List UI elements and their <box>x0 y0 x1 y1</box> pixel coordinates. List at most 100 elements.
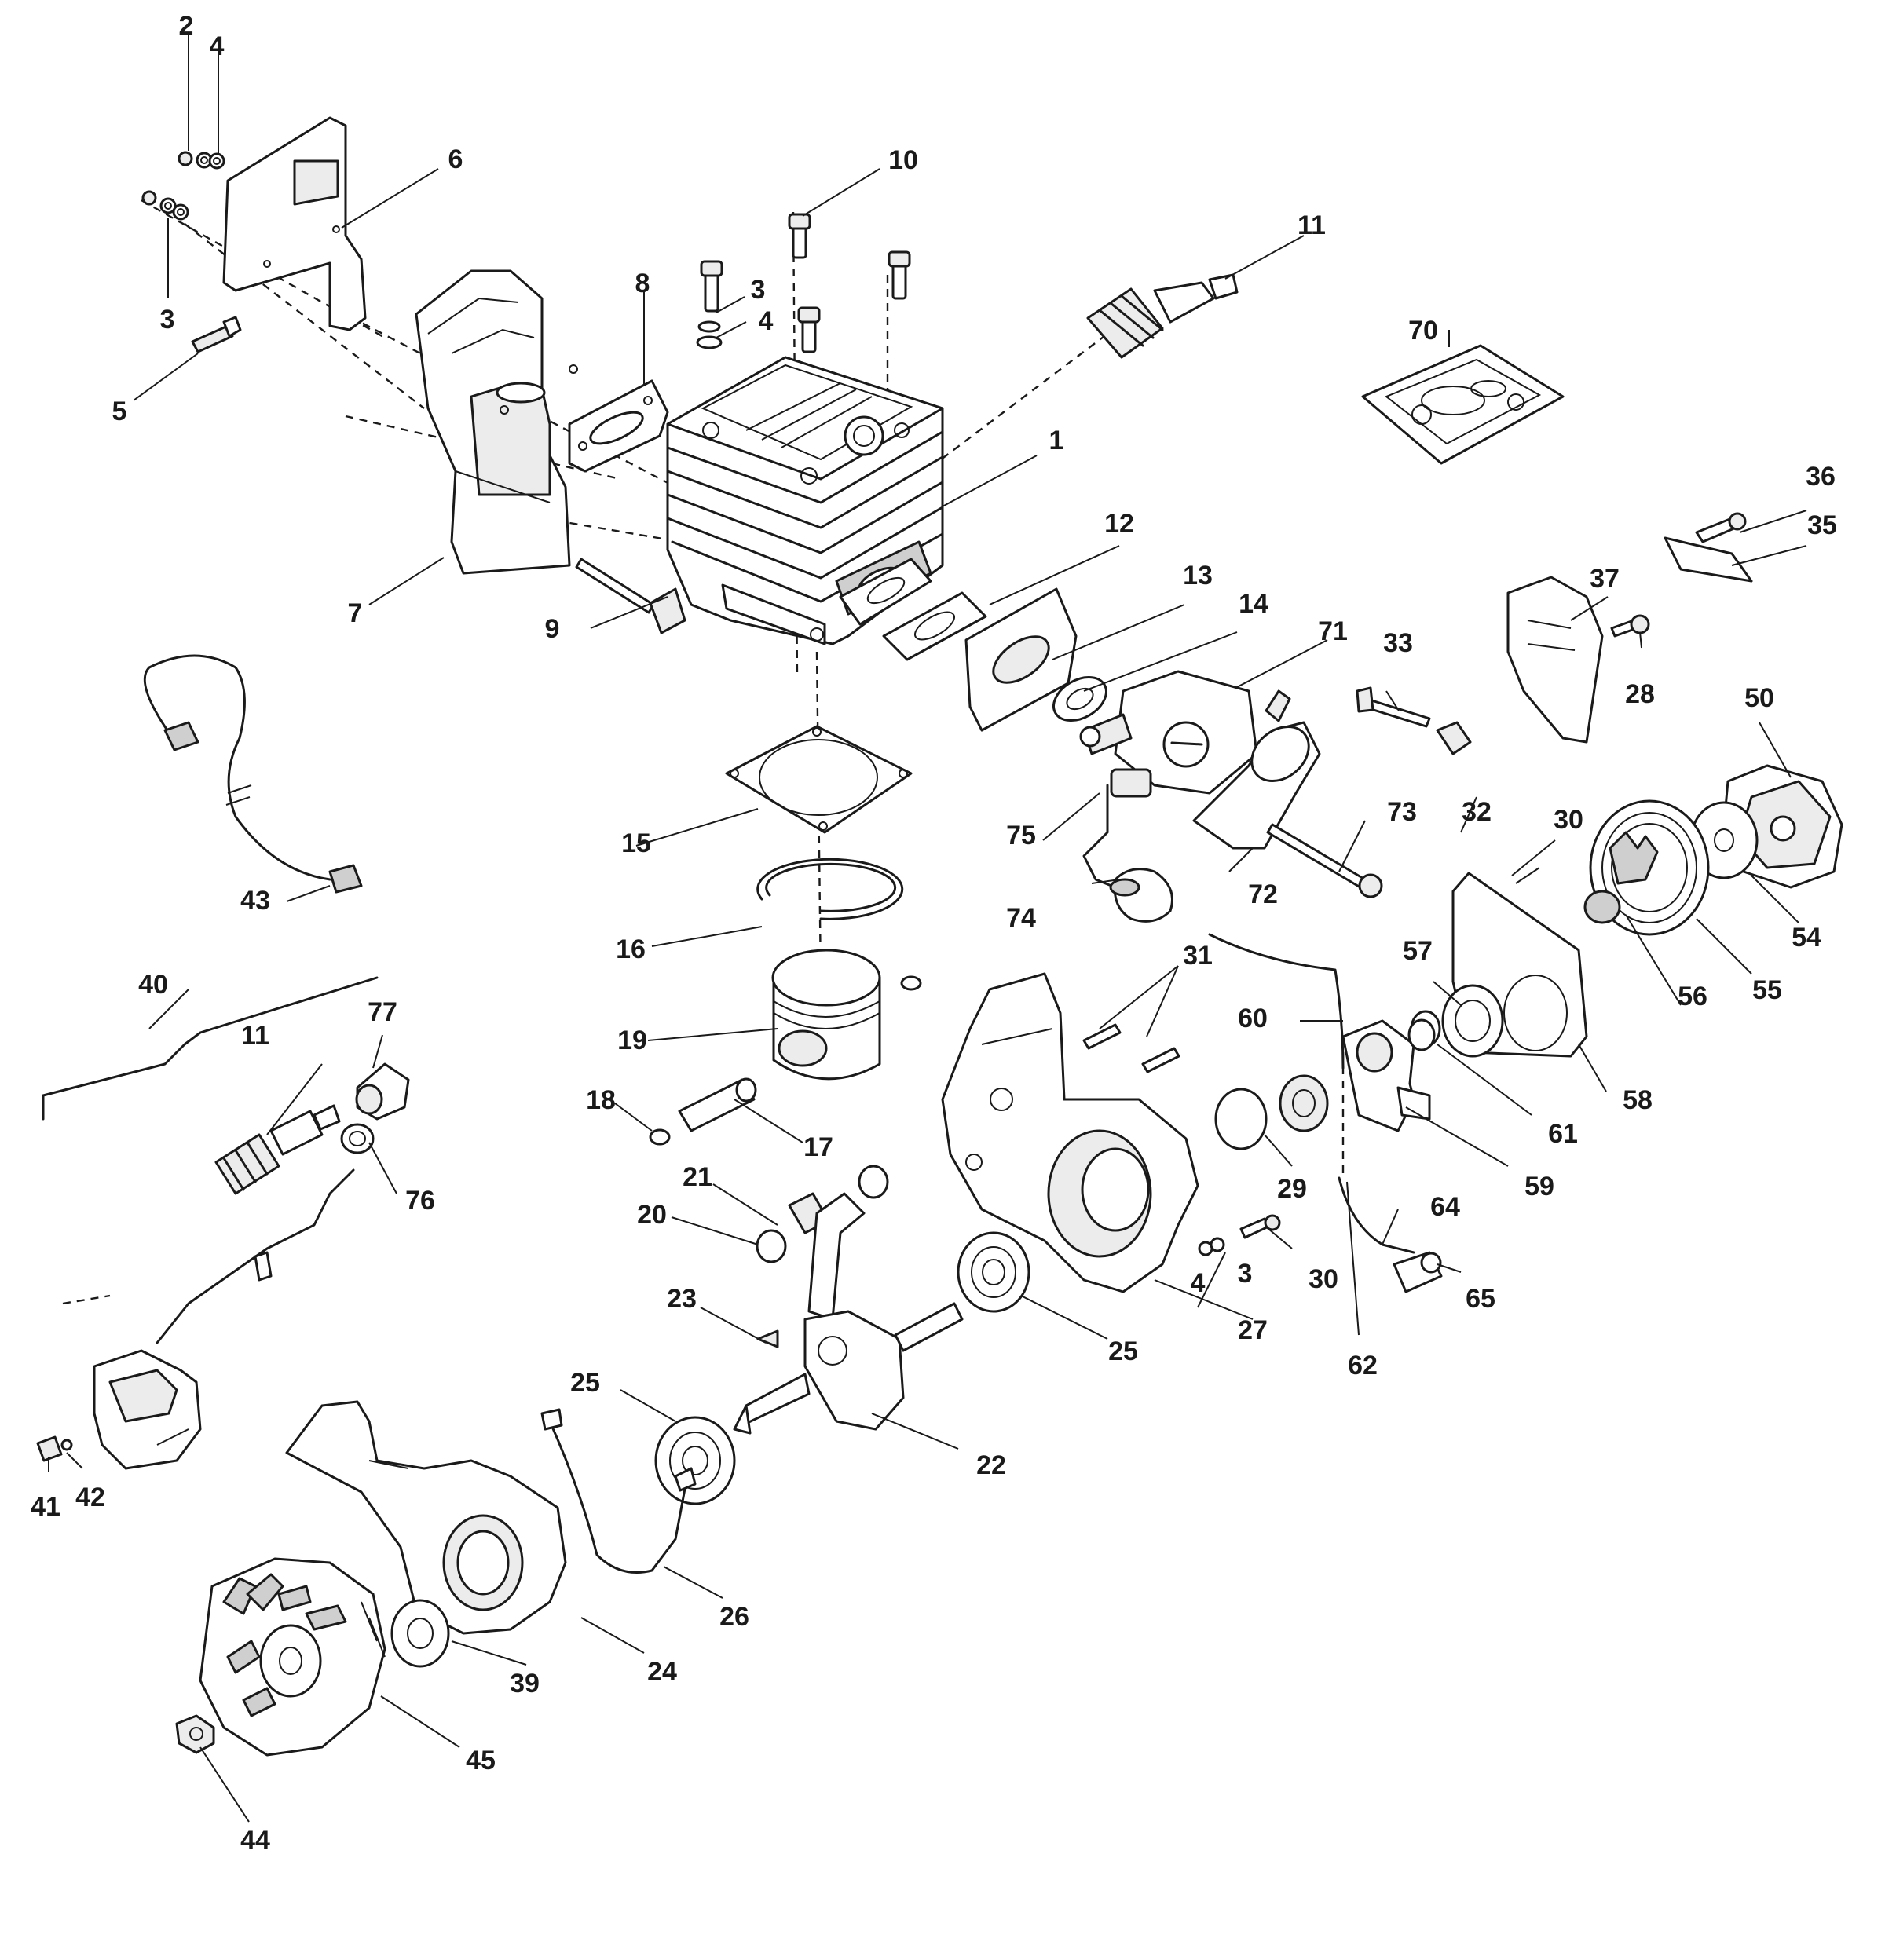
callout-23: 23 <box>667 1284 697 1314</box>
clutch-assembly <box>1583 764 1843 936</box>
callout-75: 75 <box>1006 821 1036 850</box>
primer-bulb-assembly <box>1082 784 1173 923</box>
callout-4: 4 <box>210 31 225 61</box>
heat-shield-plate <box>222 116 367 331</box>
callout-20: 20 <box>637 1200 667 1230</box>
muffler-gasket <box>568 379 669 473</box>
callout-12: 12 <box>1104 509 1134 539</box>
callout-30b: 30 <box>1309 1264 1338 1294</box>
callout-21: 21 <box>683 1162 712 1192</box>
stop-switch-wire <box>143 654 363 894</box>
callout-57: 57 <box>1403 936 1433 966</box>
callout-25: 25 <box>1108 1337 1138 1366</box>
callout-58: 58 <box>1623 1085 1653 1115</box>
studs-31 <box>1082 1023 1180 1073</box>
callout-37: 37 <box>1590 564 1620 594</box>
coil-screw-washer <box>36 1435 73 1462</box>
callout-7: 7 <box>348 598 363 628</box>
callout-16: 16 <box>616 934 646 964</box>
callout-54: 54 <box>1792 923 1821 953</box>
callout-59: 59 <box>1524 1172 1554 1201</box>
ball-bearing-upper <box>957 1231 1030 1313</box>
callout-29: 29 <box>1277 1174 1307 1204</box>
crankshaft <box>733 1192 964 1435</box>
muffler <box>415 269 578 575</box>
callout-43: 43 <box>240 886 270 916</box>
washer-nut-set-upper-left <box>141 151 225 221</box>
callout-10: 10 <box>888 145 918 175</box>
callout-55: 55 <box>1752 975 1782 1005</box>
callout-36: 36 <box>1806 462 1836 492</box>
crankshaft-seal <box>390 1599 450 1668</box>
callout-3: 3 <box>160 305 175 335</box>
callout-14: 14 <box>1239 589 1268 619</box>
callout-25b: 25 <box>570 1368 600 1398</box>
callout-76: 76 <box>405 1186 435 1216</box>
woodruff-key <box>756 1329 779 1348</box>
intake-flange-set <box>839 558 1107 732</box>
side-plate <box>1506 576 1650 744</box>
callout-42: 42 <box>75 1483 105 1512</box>
callout-4b: 4 <box>759 306 774 336</box>
callout-27: 27 <box>1238 1315 1268 1345</box>
cover-plate-and-gear <box>1410 872 1588 1058</box>
callout-11b: 11 <box>241 1021 269 1051</box>
piston-ring <box>756 858 904 920</box>
callout-39: 39 <box>510 1669 540 1699</box>
callout-45: 45 <box>466 1746 496 1775</box>
callout-62: 62 <box>1348 1351 1378 1380</box>
callout-77: 77 <box>368 997 397 1027</box>
cylinder <box>666 356 944 645</box>
piston-assembly <box>649 949 922 1146</box>
callout-1: 1 <box>1049 426 1064 455</box>
callout-31: 31 <box>1183 941 1213 971</box>
callout-70: 70 <box>1408 316 1438 346</box>
crankcase <box>941 972 1199 1293</box>
ground-wire <box>540 1408 697 1574</box>
callout-35: 35 <box>1807 510 1837 540</box>
callout-15: 15 <box>621 828 651 858</box>
callout-56: 56 <box>1678 982 1707 1011</box>
ignition-coil <box>93 1168 355 1470</box>
callout-labels: 1 2 3 3 3 4 4 4 5 6 7 8 9 10 11 11 12 13… <box>31 11 1837 1856</box>
callout-40: 40 <box>138 970 168 1000</box>
boot-spring <box>340 1123 375 1154</box>
callout-26: 26 <box>719 1602 749 1632</box>
spark-plug-boot <box>355 1062 410 1121</box>
callout-17: 17 <box>803 1132 833 1162</box>
callout-61: 61 <box>1548 1119 1578 1149</box>
callout-8: 8 <box>635 269 650 298</box>
callout-65: 65 <box>1466 1284 1495 1314</box>
spark-plug-lower <box>214 1104 341 1195</box>
callout-33: 33 <box>1383 628 1413 658</box>
spark-plug-top <box>1086 273 1239 359</box>
callout-60: 60 <box>1238 1004 1268 1033</box>
callout-22: 22 <box>976 1450 1006 1480</box>
chain-catcher-bracket <box>1664 512 1753 583</box>
stud-bolt-9 <box>575 558 686 634</box>
bolt-33-nut-32 <box>1356 686 1472 755</box>
callout-leader-lines <box>48 35 1807 1823</box>
ball-bearing-lower <box>654 1416 736 1505</box>
oil-seal-61 <box>1407 1018 1436 1051</box>
callout-19: 19 <box>617 1026 647 1055</box>
flywheel-nut <box>175 1714 215 1754</box>
crankcase-bearing-seal <box>1198 1074 1329 1256</box>
callout-2: 2 <box>179 11 194 41</box>
bolt-5 <box>191 316 242 353</box>
callout-30: 30 <box>1554 805 1583 835</box>
callout-50: 50 <box>1744 683 1774 713</box>
callout-9: 9 <box>545 614 560 644</box>
callout-64: 64 <box>1430 1192 1460 1222</box>
callout-5: 5 <box>112 397 127 426</box>
callout-72: 72 <box>1248 879 1278 909</box>
callout-32: 32 <box>1462 797 1492 827</box>
callout-3c: 3 <box>1238 1259 1253 1289</box>
callout-28: 28 <box>1625 679 1655 709</box>
cylinder-base-gasket <box>725 725 913 834</box>
callout-13: 13 <box>1183 561 1213 591</box>
air-intake-elbow <box>1192 689 1383 898</box>
crankcase-half <box>285 1400 567 1635</box>
flywheel <box>199 1557 386 1757</box>
